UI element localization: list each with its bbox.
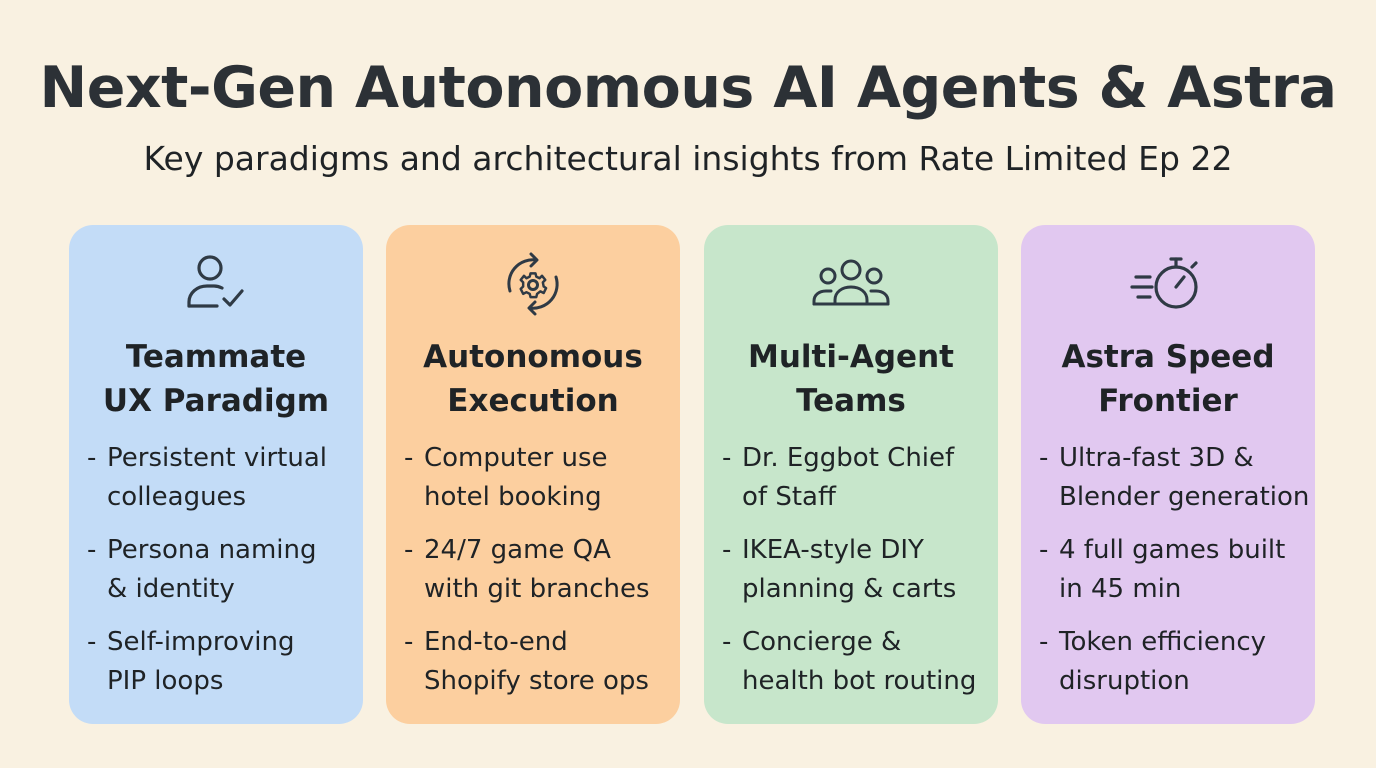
card-title: Multi-Agent Teams [710, 335, 992, 423]
bullet-list: Computer use hotel booking 24/7 game QA … [402, 439, 680, 715]
bullet-line: PIP loops [107, 666, 224, 696]
card-multi-agent-teams: Multi-Agent Teams Dr. Eggbot Chief of St… [704, 225, 998, 724]
list-item: Concierge & health bot routing [720, 623, 998, 701]
bullet-list: Dr. Eggbot Chief of Staff IKEA-style DIY… [720, 439, 998, 715]
bullet-line: with git branches [424, 574, 650, 604]
card-title: Autonomous Execution [392, 335, 674, 423]
bullet-line: Shopify store ops [424, 666, 649, 696]
list-item: 4 full games built in 45 min [1037, 531, 1315, 609]
list-item: Computer use hotel booking [402, 439, 680, 517]
bullet-line: Persistent virtual [107, 443, 328, 473]
list-item: Ultra-fast 3D & Blender generation [1037, 439, 1315, 517]
gear-cycle-icon [386, 249, 680, 319]
list-item: Self-improving PIP loops [85, 623, 363, 701]
card-title-line: Autonomous [423, 339, 643, 375]
bullet-line: health bot routing [742, 666, 977, 696]
card-teammate-ux: Teammate UX Paradigm Persistent virtual … [69, 225, 363, 724]
card-astra-speed: Astra Speed Frontier Ultra-fast 3D & Ble… [1021, 225, 1315, 724]
bullet-line: Concierge & [742, 627, 902, 657]
bullet-line: 4 full games built [1059, 535, 1286, 565]
card-title: Teammate UX Paradigm [75, 335, 357, 423]
bullet-line: colleagues [107, 482, 247, 512]
card-grid: Teammate UX Paradigm Persistent virtual … [69, 225, 1315, 724]
card-title: Astra Speed Frontier [1027, 335, 1309, 423]
bullet-line: hotel booking [424, 482, 602, 512]
card-title-line: Multi-Agent [748, 339, 954, 375]
page-title: Next-Gen Autonomous AI Agents & Astra [39, 55, 1337, 121]
card-title-line: Execution [447, 383, 619, 419]
bullet-line: Ultra-fast 3D & [1059, 443, 1254, 473]
bullet-line: Dr. Eggbot Chief [742, 443, 955, 473]
page-subtitle: Key paradigms and architectural insights… [143, 139, 1233, 178]
list-item: End-to-end Shopify store ops [402, 623, 680, 701]
bullet-line: Token efficiency [1059, 627, 1267, 657]
bullet-line: Computer use [424, 443, 608, 473]
list-item: IKEA-style DIY planning & carts [720, 531, 998, 609]
bullet-line: in 45 min [1059, 574, 1182, 604]
bullet-line: planning & carts [742, 574, 957, 604]
bullet-line: of Staff [742, 482, 836, 512]
bullet-line: & identity [107, 574, 235, 604]
bullet-line: Blender generation [1059, 482, 1310, 512]
card-title-line: UX Paradigm [102, 383, 330, 419]
list-item: Persistent virtual colleagues [85, 439, 363, 517]
team-group-icon [704, 249, 998, 319]
bullet-line: Persona naming [107, 535, 317, 565]
card-title-line: Teams [796, 383, 906, 419]
list-item: 24/7 game QA with git branches [402, 531, 680, 609]
bullet-line: 24/7 game QA [424, 535, 611, 565]
list-item: Token efficiency disruption [1037, 623, 1315, 701]
list-item: Dr. Eggbot Chief of Staff [720, 439, 998, 517]
bullet-list: Persistent virtual colleagues Persona na… [85, 439, 363, 715]
bullet-line: IKEA-style DIY [742, 535, 924, 565]
bullet-line: End-to-end [424, 627, 568, 657]
card-title-line: Teammate [125, 339, 307, 375]
stopwatch-speed-icon [1021, 249, 1315, 319]
bullet-line: disruption [1059, 666, 1190, 696]
list-item: Persona naming & identity [85, 531, 363, 609]
card-autonomous-execution: Autonomous Execution Computer use hotel … [386, 225, 680, 724]
card-title-line: Astra Speed [1061, 339, 1275, 375]
person-check-icon [69, 249, 363, 319]
bullet-list: Ultra-fast 3D & Blender generation 4 ful… [1037, 439, 1315, 715]
bullet-line: Self-improving [107, 627, 295, 657]
card-title-line: Frontier [1098, 383, 1238, 419]
